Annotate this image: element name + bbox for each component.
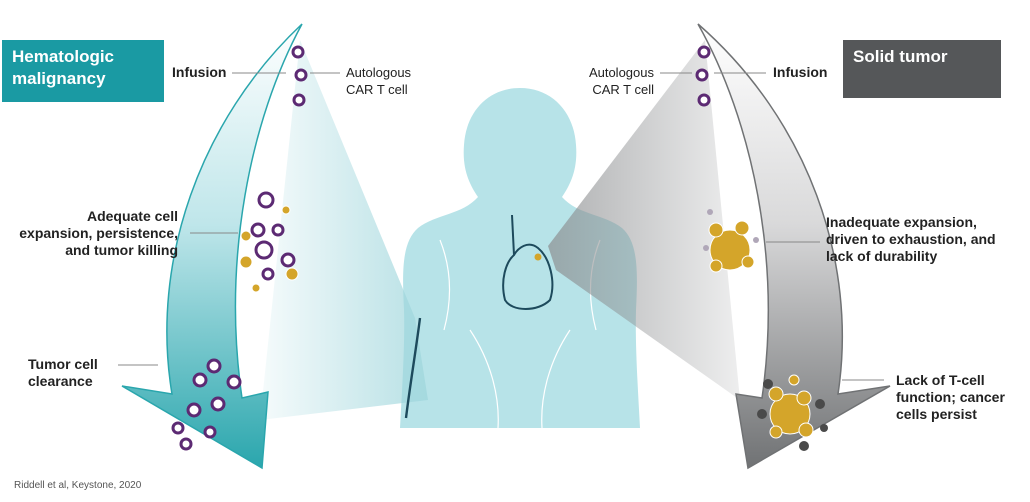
citation: Riddell et al, Keystone, 2020 bbox=[14, 480, 142, 491]
exhausted-cell bbox=[815, 399, 825, 409]
car-t-cell bbox=[291, 45, 305, 59]
left-car-t-cell-label: Autologous CAR T cell bbox=[346, 65, 412, 97]
car-t-cell bbox=[179, 437, 193, 451]
left-infusion-label: Infusion bbox=[172, 64, 227, 80]
car-t-cell bbox=[280, 252, 296, 268]
hematologic-malignancy-title: Hematologic malignancy bbox=[2, 40, 164, 102]
car-t-cell bbox=[171, 421, 185, 435]
car-t-cell bbox=[697, 93, 711, 107]
inadequate-expansion-label: Inadequate expansion, driven to exhausti… bbox=[826, 214, 996, 264]
arm-vessel-line bbox=[404, 317, 422, 419]
tumor-cell bbox=[788, 374, 800, 386]
body-shape bbox=[400, 88, 640, 428]
tumor-cell bbox=[769, 425, 783, 439]
leader-lines bbox=[118, 72, 884, 381]
tumor-cell bbox=[709, 259, 723, 273]
left-light-beam bbox=[260, 40, 428, 420]
car-t-cell bbox=[203, 425, 217, 439]
exhausted-cell bbox=[703, 245, 709, 251]
car-t-cell bbox=[254, 240, 274, 260]
adequate-expansion-label: Adequate cell expansion, persistence, an… bbox=[19, 208, 178, 258]
solid-tumor-arrow bbox=[697, 23, 891, 470]
car-t-cell bbox=[257, 191, 275, 209]
car-t-cell bbox=[250, 222, 266, 238]
hematologic-arrow bbox=[121, 23, 303, 470]
tumor-cell bbox=[796, 390, 812, 406]
car-t-cell bbox=[695, 68, 709, 82]
car-t-cell bbox=[226, 374, 242, 390]
car-t-cell bbox=[206, 358, 222, 374]
tumor-cell bbox=[285, 267, 299, 281]
right-car-t-cell-label: Autologous CAR T cell bbox=[588, 65, 654, 97]
tumor-cell bbox=[741, 255, 755, 269]
tumor-cell bbox=[251, 283, 261, 293]
tumor-clearance-label: Tumor cell clearance bbox=[28, 356, 98, 389]
exhausted-cells bbox=[703, 209, 828, 451]
exhausted-cell bbox=[757, 409, 767, 419]
car-t-cell bbox=[294, 68, 308, 82]
tumor-cells bbox=[239, 205, 814, 439]
tumor-cell bbox=[281, 205, 291, 215]
tumor-cell bbox=[798, 422, 814, 438]
car-t-cell bbox=[697, 45, 711, 59]
tumor-cell bbox=[708, 222, 724, 238]
tumor-cell bbox=[240, 230, 252, 242]
lack-of-function-label: Lack of T-cell function; cancer cells pe… bbox=[896, 372, 1005, 422]
exhausted-cell bbox=[707, 209, 713, 215]
lung-icon bbox=[502, 214, 554, 310]
solid-tumor-title: Solid tumor bbox=[843, 40, 1001, 98]
car-t-cell bbox=[192, 372, 208, 388]
tumor-cell bbox=[734, 220, 750, 236]
tumor-cell bbox=[239, 255, 253, 269]
exhausted-cell bbox=[763, 379, 773, 389]
exhausted-cell bbox=[820, 424, 828, 432]
car-t-cell bbox=[271, 223, 285, 237]
car-t-cell bbox=[292, 93, 306, 107]
car-t-cell bbox=[186, 402, 202, 418]
exhausted-cell bbox=[799, 441, 809, 451]
car-t-cell bbox=[210, 396, 226, 412]
exhausted-cell bbox=[753, 237, 759, 243]
right-infusion-label: Infusion bbox=[773, 64, 828, 80]
right-light-beam bbox=[548, 40, 740, 400]
car-t-cell bbox=[261, 267, 275, 281]
car-t-cells bbox=[171, 45, 711, 451]
tumor-cluster bbox=[709, 229, 751, 271]
tumor-cell bbox=[768, 386, 784, 402]
lung-tumor-dot bbox=[534, 253, 542, 261]
